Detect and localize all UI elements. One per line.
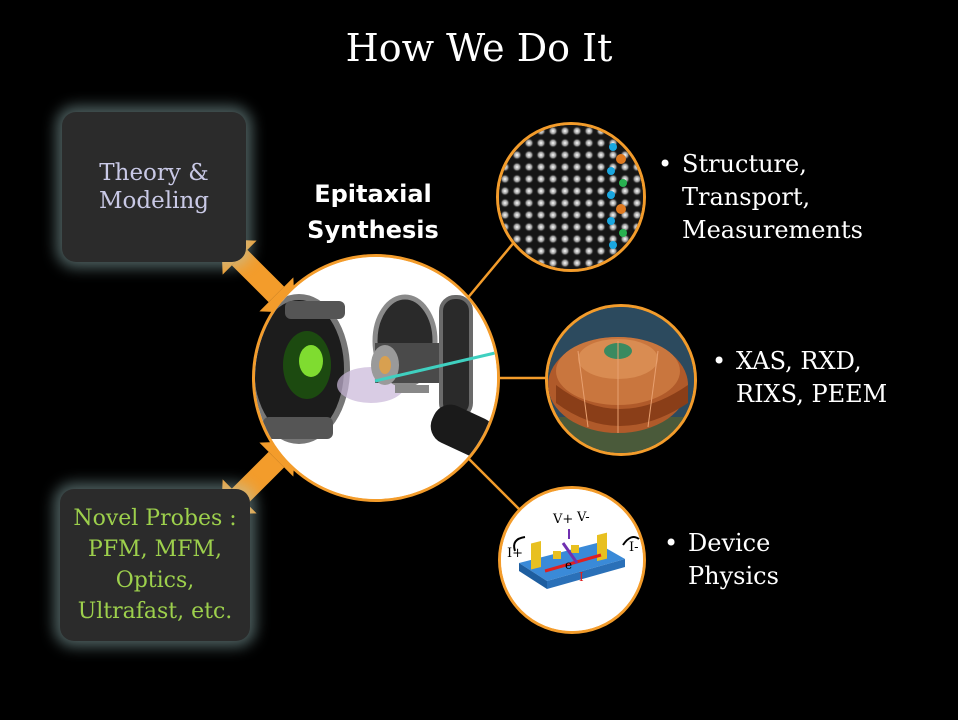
theory-modeling-box: Theory & Modeling xyxy=(62,112,246,262)
epitaxial-synthesis-title: Epitaxial Synthesis xyxy=(288,176,458,248)
synchrotron-illustration xyxy=(548,307,694,453)
bullet-structure-line-3: Measurements xyxy=(682,216,863,244)
synchrotron-facility-image xyxy=(545,304,697,456)
atomic-lattice-image xyxy=(496,122,646,272)
connector-line-structure xyxy=(465,239,517,301)
probes-line-2: PFM, MFM, xyxy=(88,537,222,562)
atomic-lattice-illustration xyxy=(499,125,643,269)
bullet-structure-line-2: Transport, xyxy=(682,183,811,211)
bullet-spectroscopy: • XAS, RXD, RIXS, PEEM xyxy=(712,345,888,411)
bullet-structure: • Structure, Transport, Measurements xyxy=(658,148,863,247)
device-i-minus-label: I- xyxy=(629,540,639,555)
novel-probes-box: Novel Probes : PFM, MFM, Optics, Ultrafa… xyxy=(60,489,250,641)
bullet-dot: • xyxy=(712,347,727,375)
mbe-chamber-image xyxy=(252,254,500,502)
bullet-device-line-1: Device xyxy=(688,529,771,557)
bullet-spectroscopy-line-1: XAS, RXD, xyxy=(736,347,862,375)
bullet-spectroscopy-line-2: RIXS, PEEM xyxy=(736,380,888,408)
probes-line-1: Novel Probes : xyxy=(73,506,237,531)
theory-line-2: Modeling xyxy=(99,188,209,214)
bullet-device-line-2: Physics xyxy=(688,562,779,590)
connector-line-device xyxy=(465,455,521,511)
device-v-minus-label: V- xyxy=(576,510,590,525)
device-schematic-image: V+ V- I+ I- e I xyxy=(498,486,646,634)
bullet-dot: • xyxy=(658,150,673,178)
epitaxial-synthesis-label: Epitaxial Synthesis xyxy=(307,180,439,244)
probes-line-3: Optics, xyxy=(115,568,195,593)
page-title: How We Do It xyxy=(345,26,613,70)
bullet-dot: • xyxy=(664,529,679,557)
device-i-label: I xyxy=(579,570,584,584)
device-e-label: e xyxy=(565,558,572,572)
device-i-plus-label: I+ xyxy=(507,546,523,561)
device-schematic-illustration: V+ V- I+ I- e I xyxy=(501,489,643,631)
probes-line-4: Ultrafast, etc. xyxy=(77,599,233,624)
bullet-device: • Device Physics xyxy=(664,527,779,593)
mbe-chamber-illustration xyxy=(255,257,497,499)
bullet-structure-line-1: Structure, xyxy=(682,150,807,178)
theory-line-1: Theory & xyxy=(99,160,209,186)
device-v-plus-label: V+ xyxy=(552,512,573,527)
